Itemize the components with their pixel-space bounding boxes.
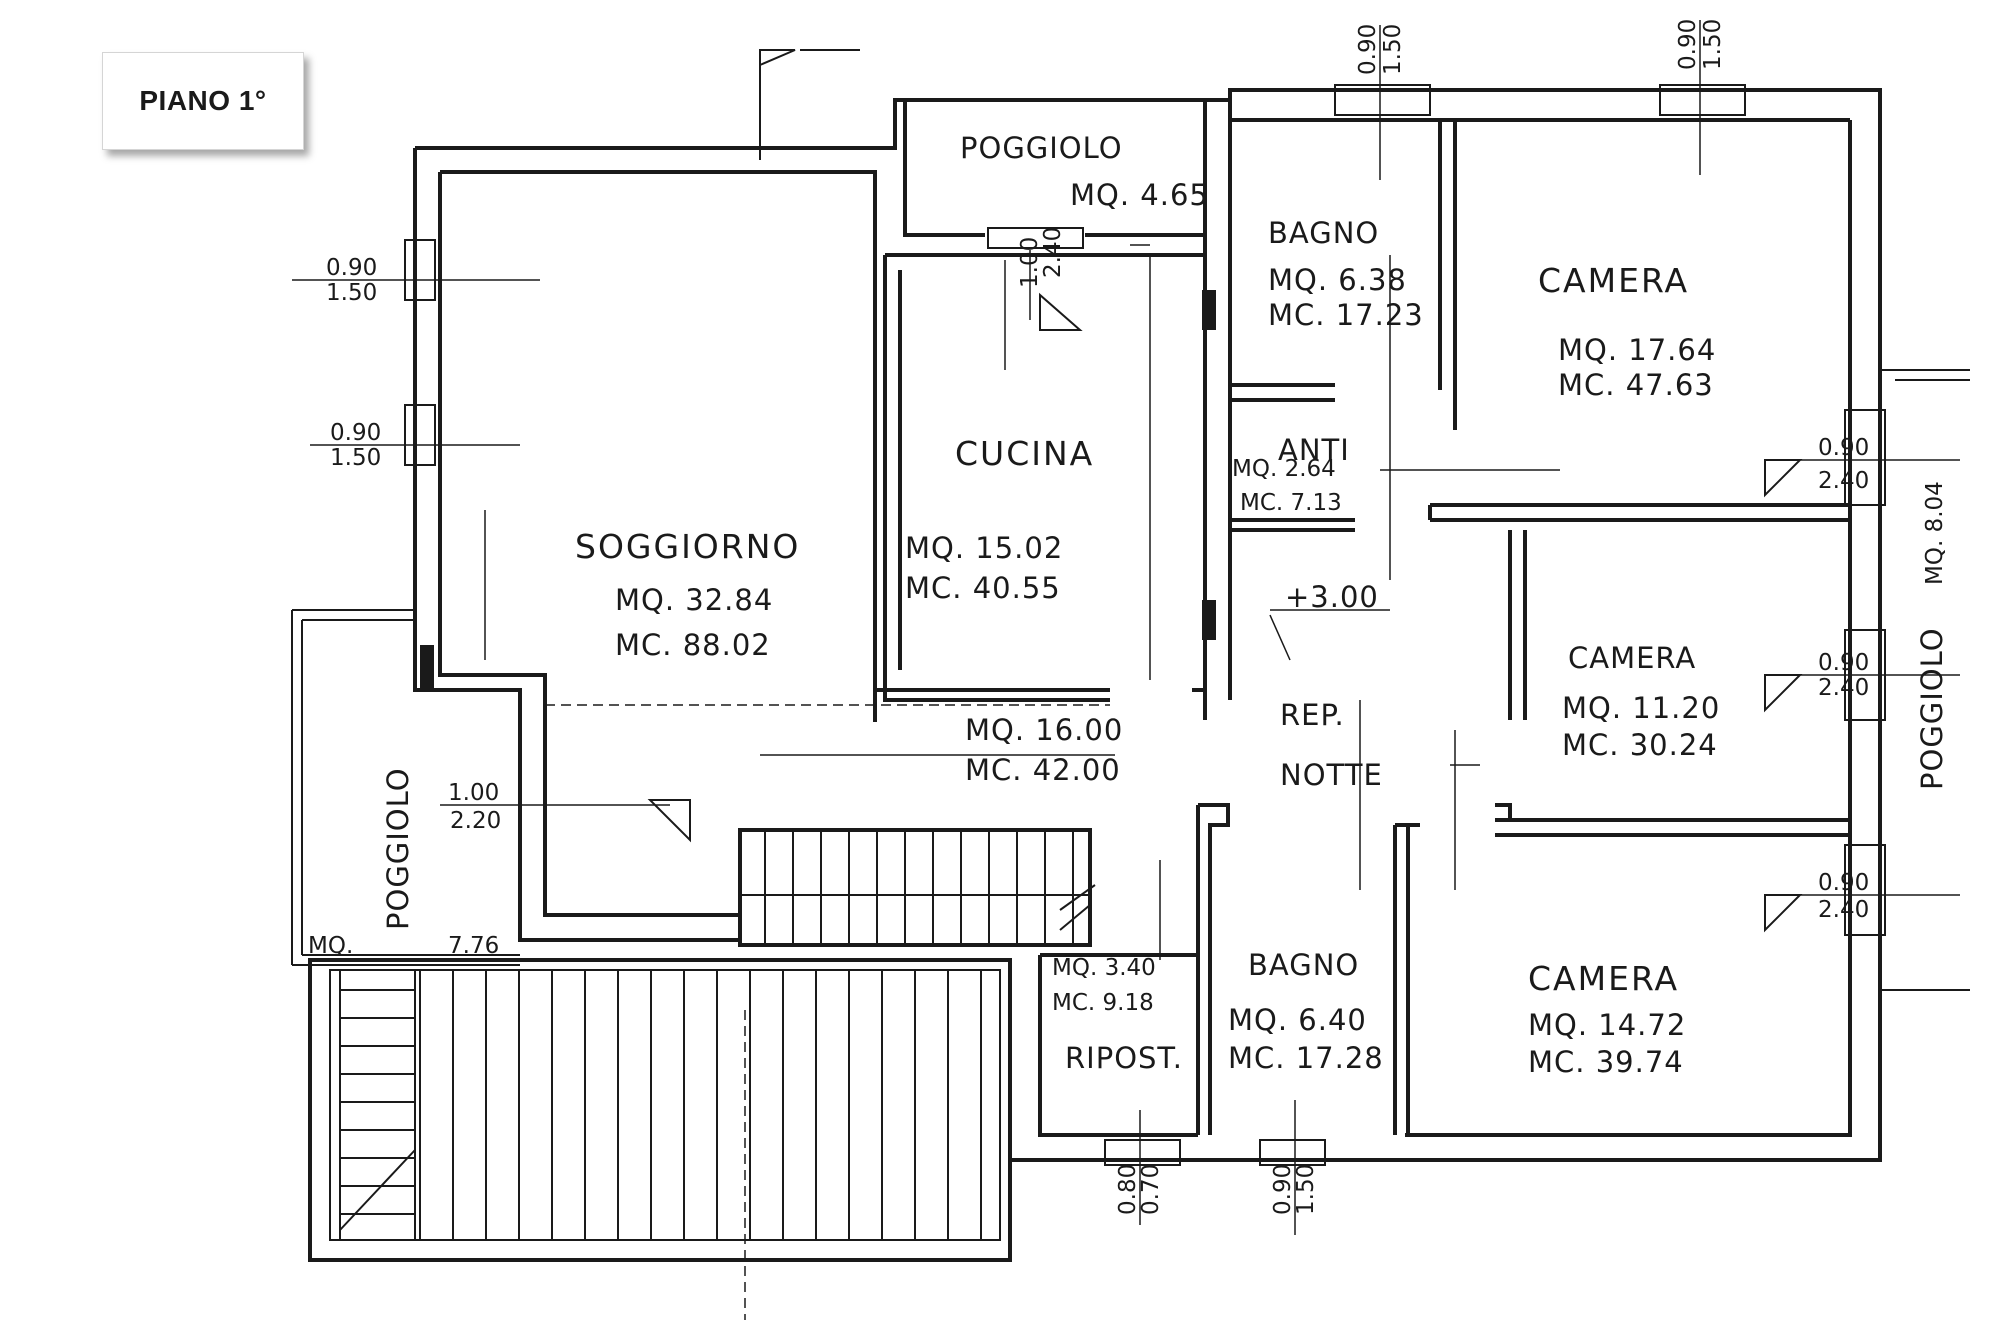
bagno-top-volume: MC. 17.23: [1268, 298, 1424, 332]
cucina-door-bottom: 2.40: [1040, 227, 1066, 278]
dimension-lines: [292, 20, 1960, 1235]
stair-treads: [339, 832, 1091, 1240]
camera-top-area: MQ. 17.64: [1558, 333, 1716, 367]
camera-bottom-area: MQ. 14.72: [1528, 1008, 1686, 1042]
soggiorno-area: MQ. 32.84: [615, 583, 773, 617]
camera-top-name: CAMERA: [1538, 261, 1689, 300]
right-balcony: [1880, 369, 1970, 991]
camera-mid-area: MQ. 11.20: [1562, 691, 1720, 725]
floor-title: PIANO 1°: [139, 85, 267, 116]
window-marks: [404, 84, 1886, 1166]
bagno-bottom-volume: MC. 17.28: [1228, 1041, 1384, 1075]
poggiolo-top-name: POGGIOLO: [960, 131, 1123, 165]
top-camera-top: 0.90: [1675, 19, 1701, 70]
camera-mid-volume: MC. 30.24: [1562, 728, 1718, 762]
cucina-door-top: 1.00: [1017, 237, 1043, 288]
bottom-ripost-bottom: 0.70: [1138, 1164, 1164, 1215]
opening-labels: 0.90 1.50 0.90 1.50 1.00 2.20 1.00 2.40 …: [326, 19, 1869, 1215]
anti-area: MQ. 2.64: [1232, 456, 1336, 482]
right-3-top: 0.90: [1818, 870, 1869, 896]
top-bagno-top: 0.90: [1355, 24, 1381, 75]
poggiolo-left-name: POGGIOLO: [381, 767, 415, 930]
right-2-top: 0.90: [1818, 650, 1869, 676]
soggiorno-volume: MC. 88.02: [615, 628, 771, 662]
left-1-bottom: 1.50: [326, 280, 377, 306]
top-camera-bottom: 1.50: [1700, 19, 1726, 70]
bottom-bagno-top: 0.90: [1270, 1164, 1296, 1215]
door-symbols: [647, 49, 1803, 933]
right-3-bottom: 2.40: [1818, 897, 1869, 923]
ripost-volume: MC. 9.18: [1052, 990, 1154, 1016]
poggiolo-right-name: POGGIOLO: [1915, 627, 1949, 790]
rep-notte-line2: NOTTE: [1280, 758, 1383, 792]
bagno-bottom-name: BAGNO: [1248, 948, 1359, 982]
room-labels: POGGIOLO MQ. 4.65 BAGNO MQ. 6.38 MC. 17.…: [308, 131, 1949, 1079]
right-1-bottom: 2.40: [1818, 468, 1869, 494]
floor-title-box: PIANO 1°: [102, 52, 304, 150]
ripost-name: RIPOST.: [1065, 1041, 1183, 1075]
stair-tread: [1059, 904, 1091, 931]
camera-top-volume: MC. 47.63: [1558, 368, 1714, 402]
left-2-bottom: 1.50: [330, 445, 381, 471]
bagno-bottom-area: MQ. 6.40: [1228, 1003, 1367, 1037]
anti-volume: MC. 7.13: [1240, 490, 1342, 516]
poggiolo-left-area-label: MQ.: [308, 933, 353, 959]
poggiolo-left-area-value: 7.76: [448, 933, 499, 959]
stair-tread: [339, 1149, 416, 1231]
cucina-volume: MC. 40.55: [905, 571, 1061, 605]
poggiolo-right-area: MQ. 8.04: [1922, 481, 1948, 585]
bagno-top-name: BAGNO: [1268, 216, 1379, 250]
left-balcony: [291, 609, 520, 966]
interior-walls: [873, 120, 1850, 1137]
right-2-bottom: 2.40: [1818, 675, 1869, 701]
ripost-area: MQ. 3.40: [1052, 955, 1156, 981]
poggiolo-door-top: 1.00: [448, 780, 499, 806]
poggiolo-door-bottom: 2.20: [450, 808, 501, 834]
camera-bottom-name: CAMERA: [1528, 959, 1679, 998]
bottom-ripost-top: 0.80: [1115, 1164, 1141, 1215]
bottom-bagno-bottom: 1.50: [1293, 1164, 1319, 1215]
top-bagno-bottom: 1.50: [1380, 24, 1406, 75]
bagno-top-area: MQ. 6.38: [1268, 263, 1407, 297]
right-1-top: 0.90: [1818, 435, 1869, 461]
camera-bottom-volume: MC. 39.74: [1528, 1045, 1684, 1079]
corridor-volume: MC. 42.00: [965, 753, 1121, 787]
anti-name: ANTI: [1278, 433, 1350, 467]
soggiorno-name: SOGGIORNO: [575, 527, 800, 566]
rep-notte-line1: REP.: [1280, 698, 1345, 732]
cucina-area: MQ. 15.02: [905, 531, 1063, 565]
left-2-top: 0.90: [330, 420, 381, 446]
corridor-area: MQ. 16.00: [965, 713, 1123, 747]
level-mark: +3.00: [1285, 580, 1379, 614]
left-1-top: 0.90: [326, 255, 377, 281]
cucina-name: CUCINA: [955, 434, 1094, 473]
camera-mid-name: CAMERA: [1568, 641, 1696, 675]
poggiolo-top-area: MQ. 4.65: [1070, 178, 1209, 212]
